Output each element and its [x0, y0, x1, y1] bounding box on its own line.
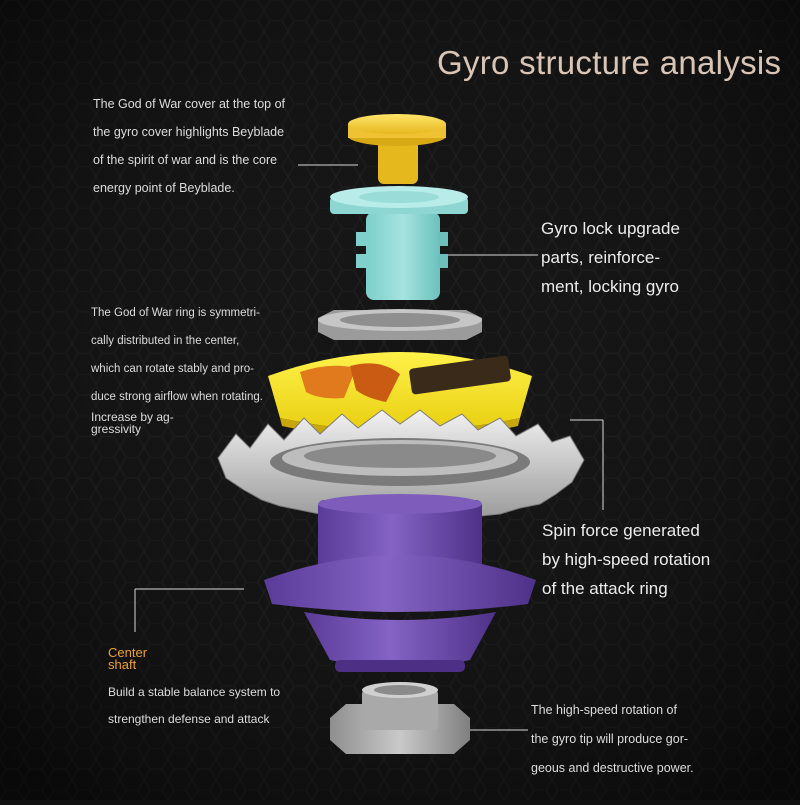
- annotation-line: of the attack ring: [542, 579, 668, 598]
- annotation-line: Increase by ag-: [91, 410, 174, 424]
- annotation-line: The high-speed rotation of: [531, 703, 677, 717]
- page-title: Gyro structure analysis: [437, 44, 782, 81]
- leader-lines: [134, 164, 604, 731]
- gyro-tip-part: [330, 682, 470, 754]
- ring-annotation: The God of War ring is symmetri- cally d…: [91, 299, 263, 411]
- annotation-line: the gyro tip will produce gor-: [531, 732, 689, 746]
- annotation-line: duce strong airflow when rotating.: [91, 391, 263, 403]
- annotation-line: The God of War ring is symmetri-: [91, 307, 260, 319]
- heading-line: Center: [108, 645, 148, 660]
- annotation-line: Gyro lock upgrade: [541, 219, 680, 238]
- annotation-line: energy point of Beyblade.: [93, 181, 235, 195]
- attack-ring-annotation: Spin force generated by high-speed rotat…: [542, 516, 710, 603]
- center-shaft-heading: Center shaft: [108, 645, 148, 672]
- annotation-line: Build a stable balance system to: [108, 685, 281, 699]
- center-shaft-annotation: Build a stable balance system to strengt…: [108, 679, 280, 733]
- annotation-line: ment, locking gyro: [541, 277, 679, 296]
- attack-ring-part: [217, 409, 585, 521]
- annotation-line: geous and destructive power.: [531, 761, 694, 775]
- annotation-line: strengthen defense and attack: [108, 712, 270, 726]
- cover-annotation: The God of War cover at the top of the g…: [93, 90, 285, 202]
- annotation-line: the gyro cover highlights Beyblade: [93, 125, 285, 139]
- annotation-line: which can rotate stably and pro-: [91, 363, 255, 375]
- annotation-line: of the spirit of war and is the core: [93, 153, 278, 167]
- annotation-line: The God of War cover at the top of: [93, 97, 285, 111]
- annotation-line: cally distributed in the center,: [91, 335, 240, 347]
- lock-annotation: Gyro lock upgrade parts, reinforce- ment…: [541, 214, 680, 301]
- ring-annotation-extra: Increase by ag- gressivity: [91, 411, 174, 435]
- god-of-war-ring-part: [318, 309, 482, 340]
- annotation-line: parts, reinforce-: [541, 248, 661, 267]
- gyro-cover-part: [348, 114, 446, 184]
- annotation-line: by high-speed rotation: [542, 550, 711, 569]
- heading-line: shaft: [108, 657, 137, 672]
- gyro-lock-part: [330, 186, 468, 300]
- annotation-line: Spin force generated: [542, 521, 700, 540]
- tip-annotation: The high-speed rotation of the gyro tip …: [531, 696, 694, 783]
- center-shaft-base-part: [264, 494, 536, 672]
- annotation-line: gressivity: [91, 422, 142, 436]
